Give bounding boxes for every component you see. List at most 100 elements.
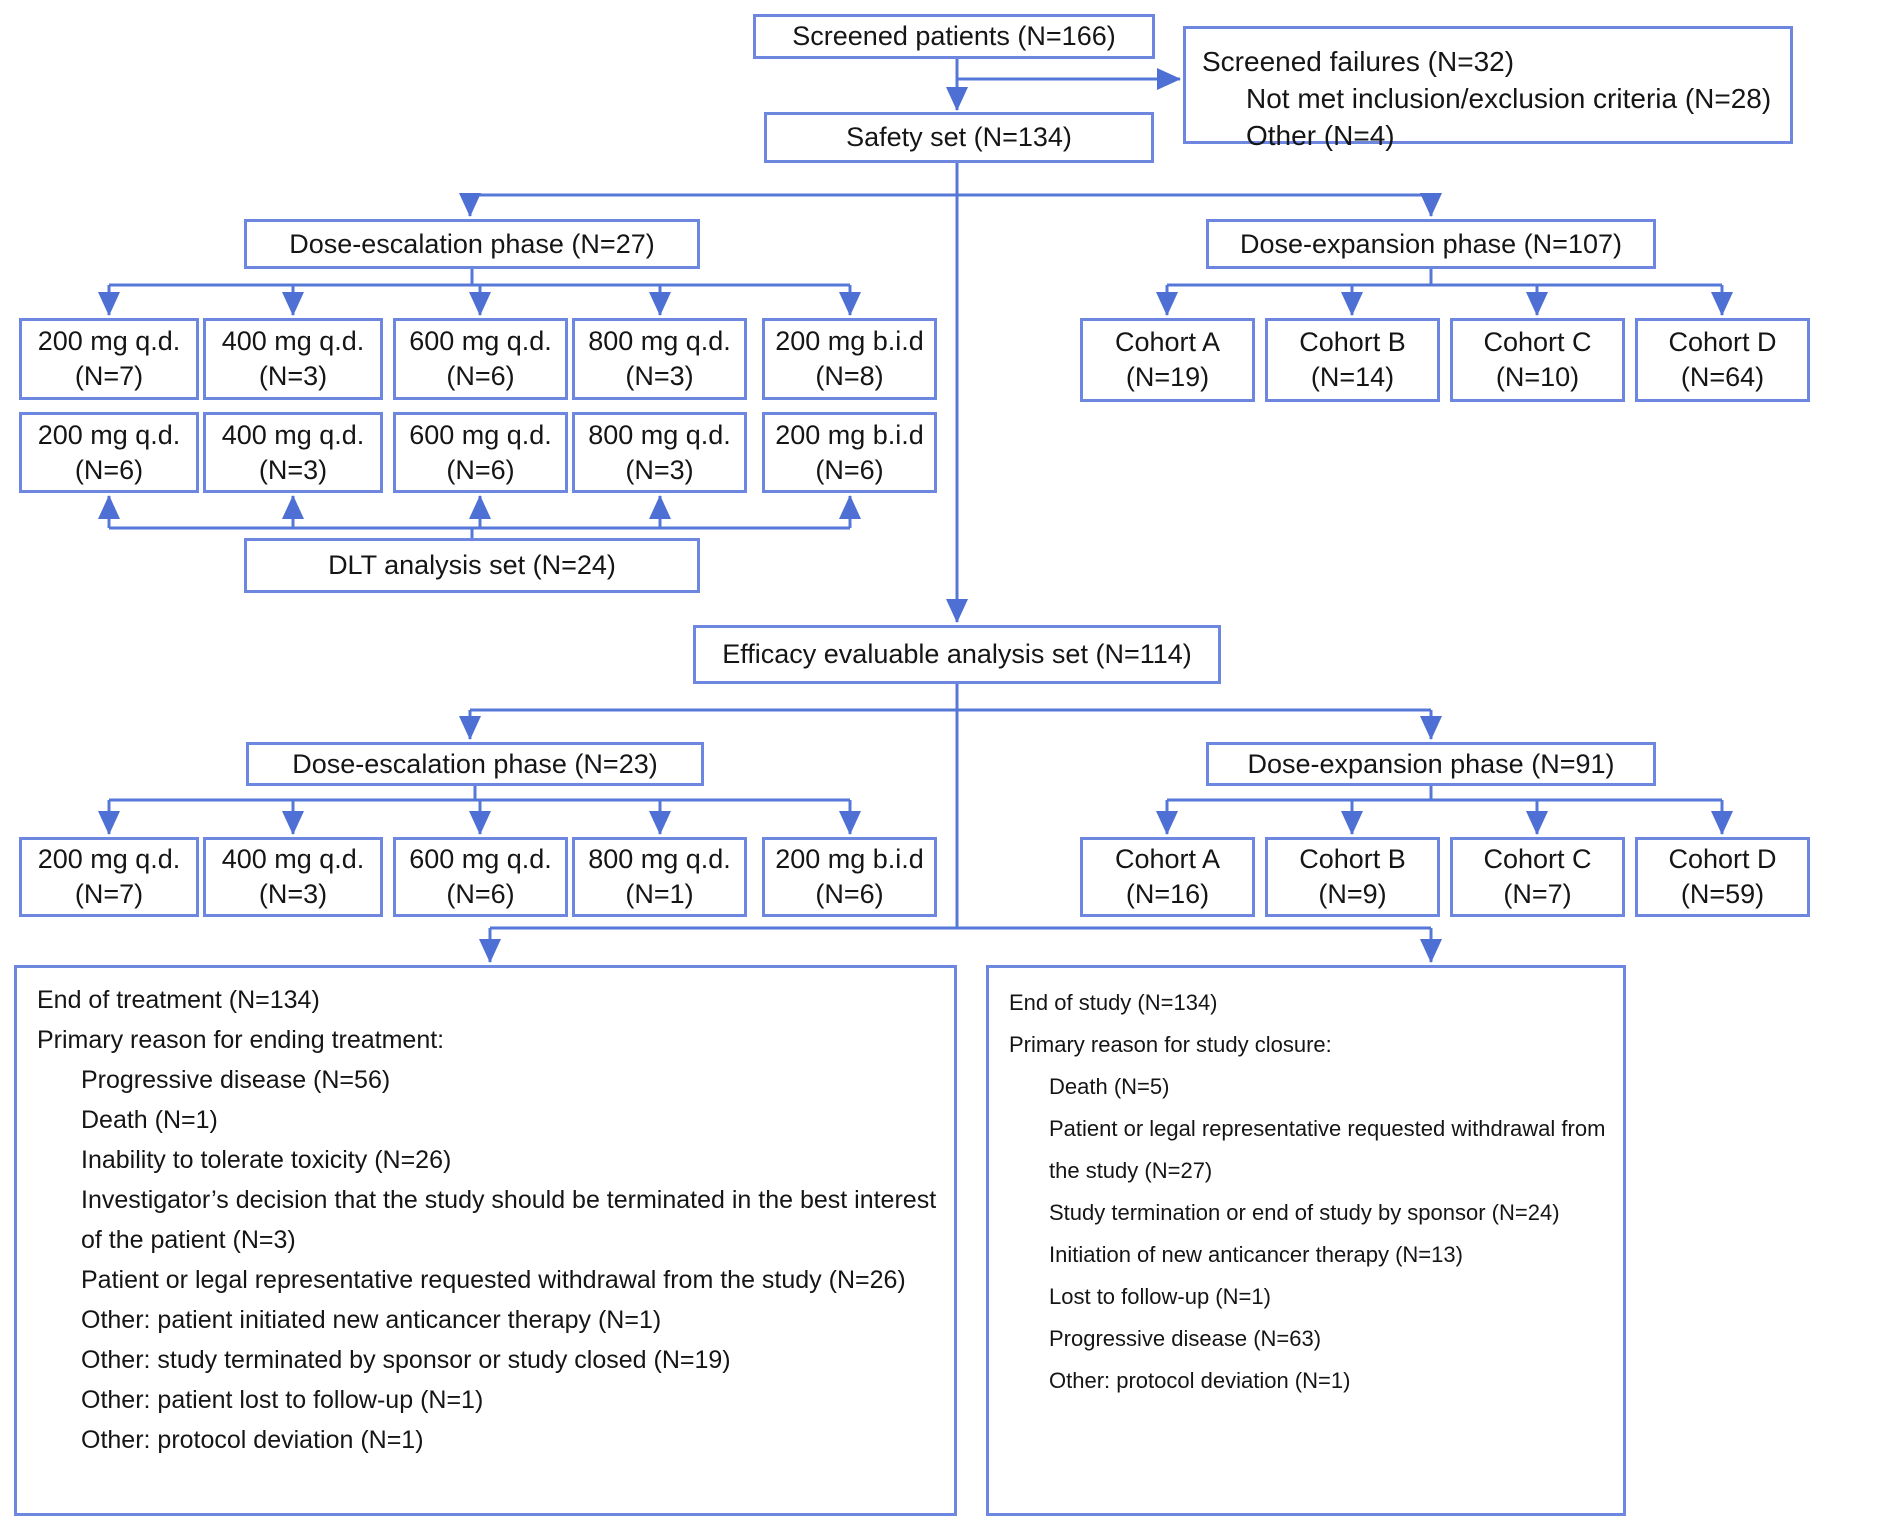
safety-cohort-d-box: Cohort D (N=64) <box>1635 318 1810 402</box>
dose-n: (N=6) <box>74 454 144 485</box>
screened-failures-box: Screened failures (N=32) Not met inclusi… <box>1183 26 1793 151</box>
dose-expansion-efficacy-box: Dose-expansion phase (N=91) <box>1206 742 1656 786</box>
end-of-study-item: Progressive disease (N=63) <box>1049 1326 1322 1351</box>
end-of-study-item: Patient or legal representative requeste… <box>1049 1116 1606 1183</box>
cohort-label: Cohort B <box>1299 844 1406 874</box>
efficacy-dose-box-600qd: 600 mg q.d. (N=6) <box>393 837 568 917</box>
cohort-label: Cohort D <box>1668 327 1777 357</box>
dlt-analysis-set-box: DLT analysis set (N=24) <box>244 538 700 593</box>
cohort-label: Cohort C <box>1483 844 1592 874</box>
cohort-n: (N=59) <box>1680 879 1765 909</box>
cohort-n: (N=64) <box>1680 362 1765 392</box>
dose-escalation-efficacy-label: Dose-escalation phase (N=23) <box>292 748 658 779</box>
cohort-n: (N=9) <box>1318 879 1387 909</box>
dose-escalation-safety-box: Dose-escalation phase (N=27) <box>244 219 700 269</box>
dose-n: (N=7) <box>74 361 144 391</box>
end-of-treatment-item: Other: study terminated by sponsor or st… <box>81 1346 731 1374</box>
dose-label: 200 mg q.d. <box>37 326 181 356</box>
safety-dose-box-200qd: 200 mg q.d. (N=7) <box>19 318 199 400</box>
dose-expansion-efficacy-label: Dose-expansion phase (N=91) <box>1247 748 1615 779</box>
efficacy-cohort-c-box: Cohort C (N=7) <box>1450 837 1625 917</box>
efficacy-dose-box-800qd: 800 mg q.d. (N=1) <box>572 837 747 917</box>
dose-label: 200 mg q.d. <box>37 419 181 450</box>
end-of-treatment-item: Other: protocol deviation (N=1) <box>81 1426 424 1454</box>
dose-n: (N=6) <box>815 454 884 485</box>
end-of-treatment-item: Patient or legal representative requeste… <box>81 1266 906 1294</box>
efficacy-dose-box-400qd: 400 mg q.d. (N=3) <box>203 837 383 917</box>
dose-label: 400 mg q.d. <box>221 844 365 874</box>
end-of-study-item: Initiation of new anticancer therapy (N=… <box>1049 1242 1463 1267</box>
efficacy-cohort-d-box: Cohort D (N=59) <box>1635 837 1810 917</box>
end-of-treatment-subtitle: Primary reason for ending treatment: <box>37 1026 445 1054</box>
dose-label: 200 mg b.i.d <box>775 326 924 356</box>
efficacy-dose-box-200bid: 200 mg b.i.d (N=6) <box>762 837 937 917</box>
end-of-treatment-item: Inability to tolerate toxicity (N=26) <box>81 1146 452 1174</box>
dose-label: 400 mg q.d. <box>221 326 365 356</box>
screened-failures-reason: Other (N=4) <box>1246 120 1395 151</box>
safety-cohort-a-box: Cohort A (N=19) <box>1080 318 1255 402</box>
safety-cohort-b-box: Cohort B (N=14) <box>1265 318 1440 402</box>
efficacy-set-label: Efficacy evaluable analysis set (N=114) <box>722 639 1192 670</box>
dose-label: 800 mg q.d. <box>588 326 731 356</box>
cohort-label: Cohort A <box>1114 327 1221 357</box>
cohort-n: (N=7) <box>1503 879 1572 909</box>
end-of-study-subtitle: Primary reason for study closure: <box>1009 1032 1332 1057</box>
dose-n: (N=6) <box>815 879 884 909</box>
dose-label: 200 mg b.i.d <box>775 844 924 874</box>
cohort-n: (N=14) <box>1310 362 1395 392</box>
dose-label: 800 mg q.d. <box>588 844 731 874</box>
dose-n: (N=8) <box>815 361 884 391</box>
cohort-label: Cohort C <box>1483 327 1592 357</box>
dose-label: 400 mg q.d. <box>221 419 365 450</box>
end-of-treatment-item: Investigator’s decision that the study s… <box>81 1186 937 1254</box>
safety-cohort-c-box: Cohort C (N=10) <box>1450 318 1625 402</box>
end-of-treatment-item: Other: patient initiated new anticancer … <box>81 1306 662 1334</box>
dose-n: (N=6) <box>446 879 515 909</box>
dose-n: (N=7) <box>74 879 144 909</box>
dose-n: (N=6) <box>446 454 515 485</box>
dose-n: (N=3) <box>258 361 328 391</box>
dose-n: (N=3) <box>625 454 694 485</box>
safety-set-box: Safety set (N=134) <box>764 112 1154 163</box>
screened-failures-reason: Not met inclusion/exclusion criteria (N=… <box>1246 83 1772 114</box>
end-of-treatment-item: Other: patient lost to follow-up (N=1) <box>81 1386 484 1414</box>
safety-dose-box-800qd: 800 mg q.d. (N=3) <box>572 318 747 400</box>
end-of-treatment-box: End of treatment (N=134) Primary reason … <box>14 965 957 1516</box>
safety-dose-box-200bid: 200 mg b.i.d (N=8) <box>762 318 937 400</box>
cohort-n: (N=19) <box>1125 362 1210 392</box>
dlt-dose-box-200bid: 200 mg b.i.d (N=6) <box>762 412 937 493</box>
end-of-treatment-title: End of treatment (N=134) <box>37 986 320 1014</box>
dose-n: (N=1) <box>625 879 694 909</box>
end-of-study-item: Study termination or end of study by spo… <box>1049 1200 1560 1225</box>
dlt-dose-box-200qd: 200 mg q.d. (N=6) <box>19 412 199 493</box>
dlt-dose-box-400qd: 400 mg q.d. (N=3) <box>203 412 383 493</box>
dose-n: (N=3) <box>625 361 694 391</box>
efficacy-cohort-a-box: Cohort A (N=16) <box>1080 837 1255 917</box>
dose-label: 200 mg q.d. <box>37 844 181 874</box>
dose-label: 600 mg q.d. <box>409 844 552 874</box>
end-of-study-title: End of study (N=134) <box>1009 990 1218 1015</box>
dose-n: (N=3) <box>258 879 328 909</box>
end-of-study-item: Death (N=5) <box>1049 1074 1170 1099</box>
safety-set-label: Safety set (N=134) <box>846 122 1072 153</box>
cohort-label: Cohort B <box>1299 327 1406 357</box>
cohort-label: Cohort A <box>1114 844 1221 874</box>
efficacy-set-box: Efficacy evaluable analysis set (N=114) <box>693 625 1221 684</box>
dlt-analysis-set-label: DLT analysis set (N=24) <box>328 550 616 581</box>
dose-label: 600 mg q.d. <box>409 419 552 450</box>
end-of-study-item: Other: protocol deviation (N=1) <box>1049 1368 1351 1393</box>
end-of-study-item: Lost to follow-up (N=1) <box>1049 1284 1271 1309</box>
end-of-treatment-item: Death (N=1) <box>81 1106 218 1134</box>
dose-label: 600 mg q.d. <box>409 326 552 356</box>
safety-dose-box-400qd: 400 mg q.d. (N=3) <box>203 318 383 400</box>
end-of-study-box: End of study (N=134) Primary reason for … <box>986 965 1626 1516</box>
dose-escalation-safety-label: Dose-escalation phase (N=27) <box>289 228 655 259</box>
dlt-dose-box-600qd: 600 mg q.d. (N=6) <box>393 412 568 493</box>
dose-n: (N=6) <box>446 361 515 391</box>
screened-patients-box: Screened patients (N=166) <box>753 14 1155 59</box>
screened-failures-title: Screened failures (N=32) <box>1202 46 1515 77</box>
dlt-dose-box-800qd: 800 mg q.d. (N=3) <box>572 412 747 493</box>
efficacy-cohort-b-box: Cohort B (N=9) <box>1265 837 1440 917</box>
